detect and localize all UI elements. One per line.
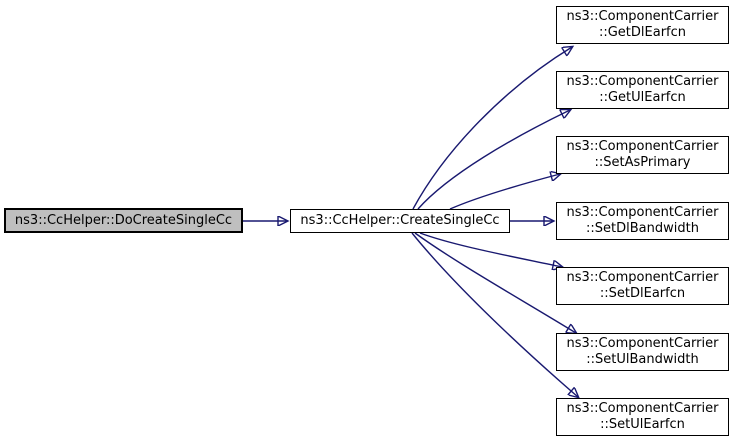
node-getulearfcn[interactable]: ns3::ComponentCarrier ::GetUlEarfcn bbox=[556, 71, 729, 109]
node-setdlearfcn-label-line2: ::SetDlEarfcn bbox=[599, 286, 686, 301]
node-setulearfcn-label-line2: ::SetUlEarfcn bbox=[600, 417, 685, 432]
edge-to-setulearfcn bbox=[411, 232, 578, 397]
node-getdlearfcn-label-line2: ::GetDlEarfcn bbox=[598, 25, 687, 40]
node-setdlbandwidth-label-line2: ::SetDlBandwidth bbox=[586, 221, 699, 236]
node-getulearfcn-label-line1: ns3::ComponentCarrier bbox=[566, 74, 719, 89]
node-getulearfcn-label-line2: ::GetUlEarfcn bbox=[599, 90, 686, 105]
node-setdlbandwidth-label-line1: ns3::ComponentCarrier bbox=[566, 205, 719, 220]
node-setulbandwidth[interactable]: ns3::ComponentCarrier ::SetUlBandwidth bbox=[556, 333, 729, 371]
node-setulearfcn[interactable]: ns3::ComponentCarrier ::SetUlEarfcn bbox=[556, 398, 729, 436]
node-setasprimary[interactable]: ns3::ComponentCarrier ::SetAsPrimary bbox=[556, 136, 729, 174]
node-setulbandwidth-label-line2: ::SetUlBandwidth bbox=[586, 352, 699, 367]
node-setasprimary-label-line2: ::SetAsPrimary bbox=[594, 155, 691, 170]
node-setdlearfcn[interactable]: ns3::ComponentCarrier ::SetDlEarfcn bbox=[556, 267, 729, 305]
node-setulbandwidth-label-line1: ns3::ComponentCarrier bbox=[566, 336, 719, 351]
node-docreatesinglecc-label: ns3::CcHelper::DoCreateSingleCc bbox=[14, 212, 233, 228]
node-setulearfcn-label-line1: ns3::ComponentCarrier bbox=[566, 401, 719, 416]
node-docreatesinglecc[interactable]: ns3::CcHelper::DoCreateSingleCc bbox=[4, 208, 243, 233]
edge-to-setdlearfcn bbox=[419, 232, 562, 267]
edge-to-getdlearfcn bbox=[412, 47, 572, 210]
node-setasprimary-label-line1: ns3::ComponentCarrier bbox=[566, 139, 719, 154]
node-setdlearfcn-label-line1: ns3::ComponentCarrier bbox=[566, 270, 719, 285]
node-createsinglecc[interactable]: ns3::CcHelper::CreateSingleCc bbox=[290, 209, 510, 233]
node-getdlearfcn[interactable]: ns3::ComponentCarrier ::GetDlEarfcn bbox=[556, 6, 729, 44]
edge-to-setasprimary bbox=[449, 174, 560, 210]
node-getdlearfcn-label-line1: ns3::ComponentCarrier bbox=[566, 9, 719, 24]
node-setdlbandwidth[interactable]: ns3::ComponentCarrier ::SetDlBandwidth bbox=[556, 202, 729, 240]
node-createsinglecc-label: ns3::CcHelper::CreateSingleCc bbox=[300, 213, 500, 228]
edge-to-setulbandwidth bbox=[414, 232, 576, 333]
edge-to-getulearfcn bbox=[417, 110, 570, 210]
